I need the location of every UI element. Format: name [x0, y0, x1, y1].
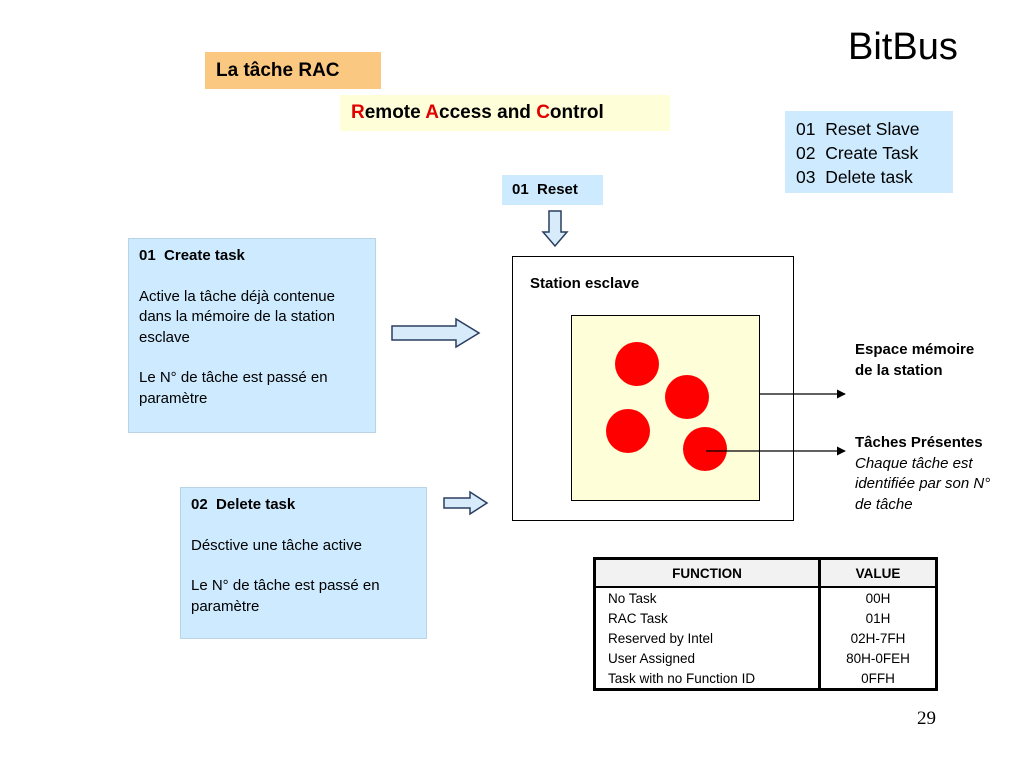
table-header-row: FUNCTION VALUE [594, 558, 937, 588]
subtitle-part-ccess: ccess and [439, 102, 537, 123]
present-tasks-note: Chaque tâche est identifiée par son N° d… [855, 454, 991, 513]
present-tasks-title: Tâches Présentes [855, 434, 983, 451]
page-number: 29 [917, 708, 936, 729]
task-circle [683, 427, 727, 471]
table-cell-value: 00H [865, 590, 891, 606]
table-cell-function: RAC Task [594, 608, 821, 628]
table-cell-value: 0FFH [861, 670, 895, 686]
task-circle [615, 342, 659, 386]
task-circle [606, 409, 650, 453]
command-list: 01 Reset Slave 02 Create Task 03 Delete … [785, 111, 953, 193]
delete-task-parameter-note: Le N° de tâche est passé en paramètre [191, 577, 380, 615]
rac-task-tag: La tâche RAC [205, 52, 381, 89]
table-row: Task with no Function ID 0FFH [594, 668, 937, 690]
table-cell-function: Task with no Function ID [594, 668, 821, 690]
reset-command-box: 01 Reset [502, 175, 603, 205]
create-task-description: Active la tâche déjà contenue dans la mé… [139, 287, 335, 346]
table-row: Reserved by Intel 02H-7FH [594, 628, 937, 648]
subtitle-initial-a: A [425, 102, 440, 123]
column-header-value: VALUE [819, 558, 937, 588]
present-tasks-label: Tâches Présentes Chaque tâche est identi… [855, 433, 995, 515]
column-header-function: FUNCTION [594, 558, 821, 588]
station-memory-area [571, 315, 760, 501]
command-item: 03 Delete task [796, 167, 913, 187]
task-circle [665, 375, 709, 419]
table-cell-function: Reserved by Intel [594, 628, 821, 648]
table-cell-function: No Task [594, 587, 821, 608]
slide-title: BitBus [848, 26, 958, 68]
subtitle-initial-r: R [351, 102, 365, 123]
create-task-panel: 01 Create task Active la tâche déjà cont… [128, 238, 376, 433]
command-item: 02 Create Task [796, 143, 919, 163]
table-cell-value: 02H-7FH [850, 630, 906, 646]
slave-station-label: Station esclave [530, 275, 640, 292]
command-item: 01 Reset Slave [796, 119, 920, 139]
delete-task-description: Désctive une tâche active [191, 536, 362, 554]
function-value-table: FUNCTION VALUE No Task 00H RAC Task 01H … [593, 557, 938, 691]
table-row: User Assigned 80H-0FEH [594, 648, 937, 668]
delete-task-arrow [443, 490, 489, 516]
table-row: No Task 00H [594, 587, 937, 608]
create-task-heading: 01 Create task [139, 247, 245, 264]
delete-task-heading: 02 Delete task [191, 496, 296, 513]
subtitle-part-ontrol: ontrol [549, 102, 604, 123]
table-cell-function: User Assigned [594, 648, 821, 668]
rac-subtitle: Remote Access and Control [340, 95, 670, 131]
memory-area-label: Espace mémoire de la station [855, 341, 975, 379]
subtitle-initial-c: C [536, 102, 550, 123]
table-row: RAC Task 01H [594, 608, 937, 628]
delete-task-panel: 02 Delete task Désctive une tâche active… [180, 487, 427, 639]
create-task-arrow [391, 317, 481, 349]
table-cell-value: 80H-0FEH [846, 650, 910, 666]
create-task-parameter-note: Le N° de tâche est passé en paramètre [139, 369, 328, 407]
table-cell-value: 01H [865, 610, 891, 626]
reset-down-arrow [541, 210, 569, 248]
subtitle-part-emote: emote [364, 102, 426, 123]
